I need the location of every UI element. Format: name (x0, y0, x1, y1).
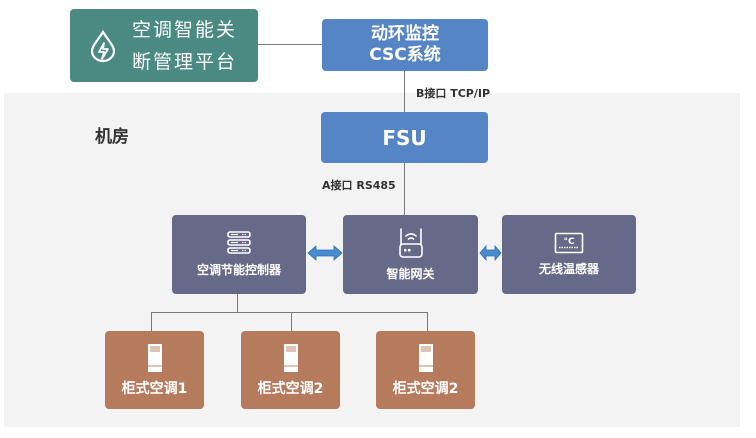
water-drop-lightning-icon (90, 29, 116, 62)
ac-label: 柜式空调1 (121, 380, 188, 397)
smart-gateway[interactable]: 智能网关 (343, 215, 478, 294)
controller-label: 空调节能控制器 (196, 263, 281, 277)
platform-title: 空调智能关 断管理平台 (132, 18, 238, 73)
cabinet-ac-icon (283, 343, 298, 372)
cabinet-ac-2[interactable]: 柜式空调2 (241, 331, 340, 409)
cabinet-ac-icon (147, 343, 162, 372)
connector-ac3 (427, 312, 428, 331)
gateway-label: 智能网关 (386, 267, 435, 281)
sensor-label: 无线温感器 (538, 262, 599, 276)
interface-b-label: B接口 TCP/IP (416, 87, 491, 100)
server-icon (227, 231, 251, 254)
fsu-unit[interactable]: FSU (321, 112, 488, 163)
bidirectional-arrow-gateway-sensor (479, 245, 502, 261)
connector-csc-fsu (404, 71, 405, 112)
csc-monitoring-system[interactable]: 动环监控 CSC系统 (322, 19, 488, 71)
ac-label: 柜式空调2 (392, 380, 459, 397)
energy-saving-controller[interactable]: 空调节能控制器 (172, 215, 306, 294)
ac-management-platform[interactable]: 空调智能关 断管理平台 (70, 9, 258, 82)
router-icon (398, 228, 423, 258)
bidirectional-arrow-controller-gateway (307, 245, 343, 261)
room-label: 机房 (95, 127, 129, 147)
ac-label: 柜式空调2 (257, 380, 324, 397)
cabinet-ac-icon (418, 343, 433, 372)
connector-controller-down (237, 294, 238, 312)
temperature-unit-text: °C (563, 237, 575, 247)
connector-ac2 (291, 312, 292, 331)
connector-fsu-gateway (404, 163, 405, 215)
cabinet-ac-1[interactable]: 柜式空调1 (105, 331, 204, 409)
cabinet-ac-3[interactable]: 柜式空调2 (376, 331, 475, 409)
connector-ac1 (151, 312, 152, 331)
connector-ac-bus (151, 312, 428, 313)
interface-a-label: A接口 RS485 (322, 179, 396, 192)
connector-platform-csc (258, 44, 322, 45)
thermometer-display-icon: °C (554, 232, 584, 254)
wireless-temperature-sensor[interactable]: °C 无线温感器 (502, 215, 636, 294)
